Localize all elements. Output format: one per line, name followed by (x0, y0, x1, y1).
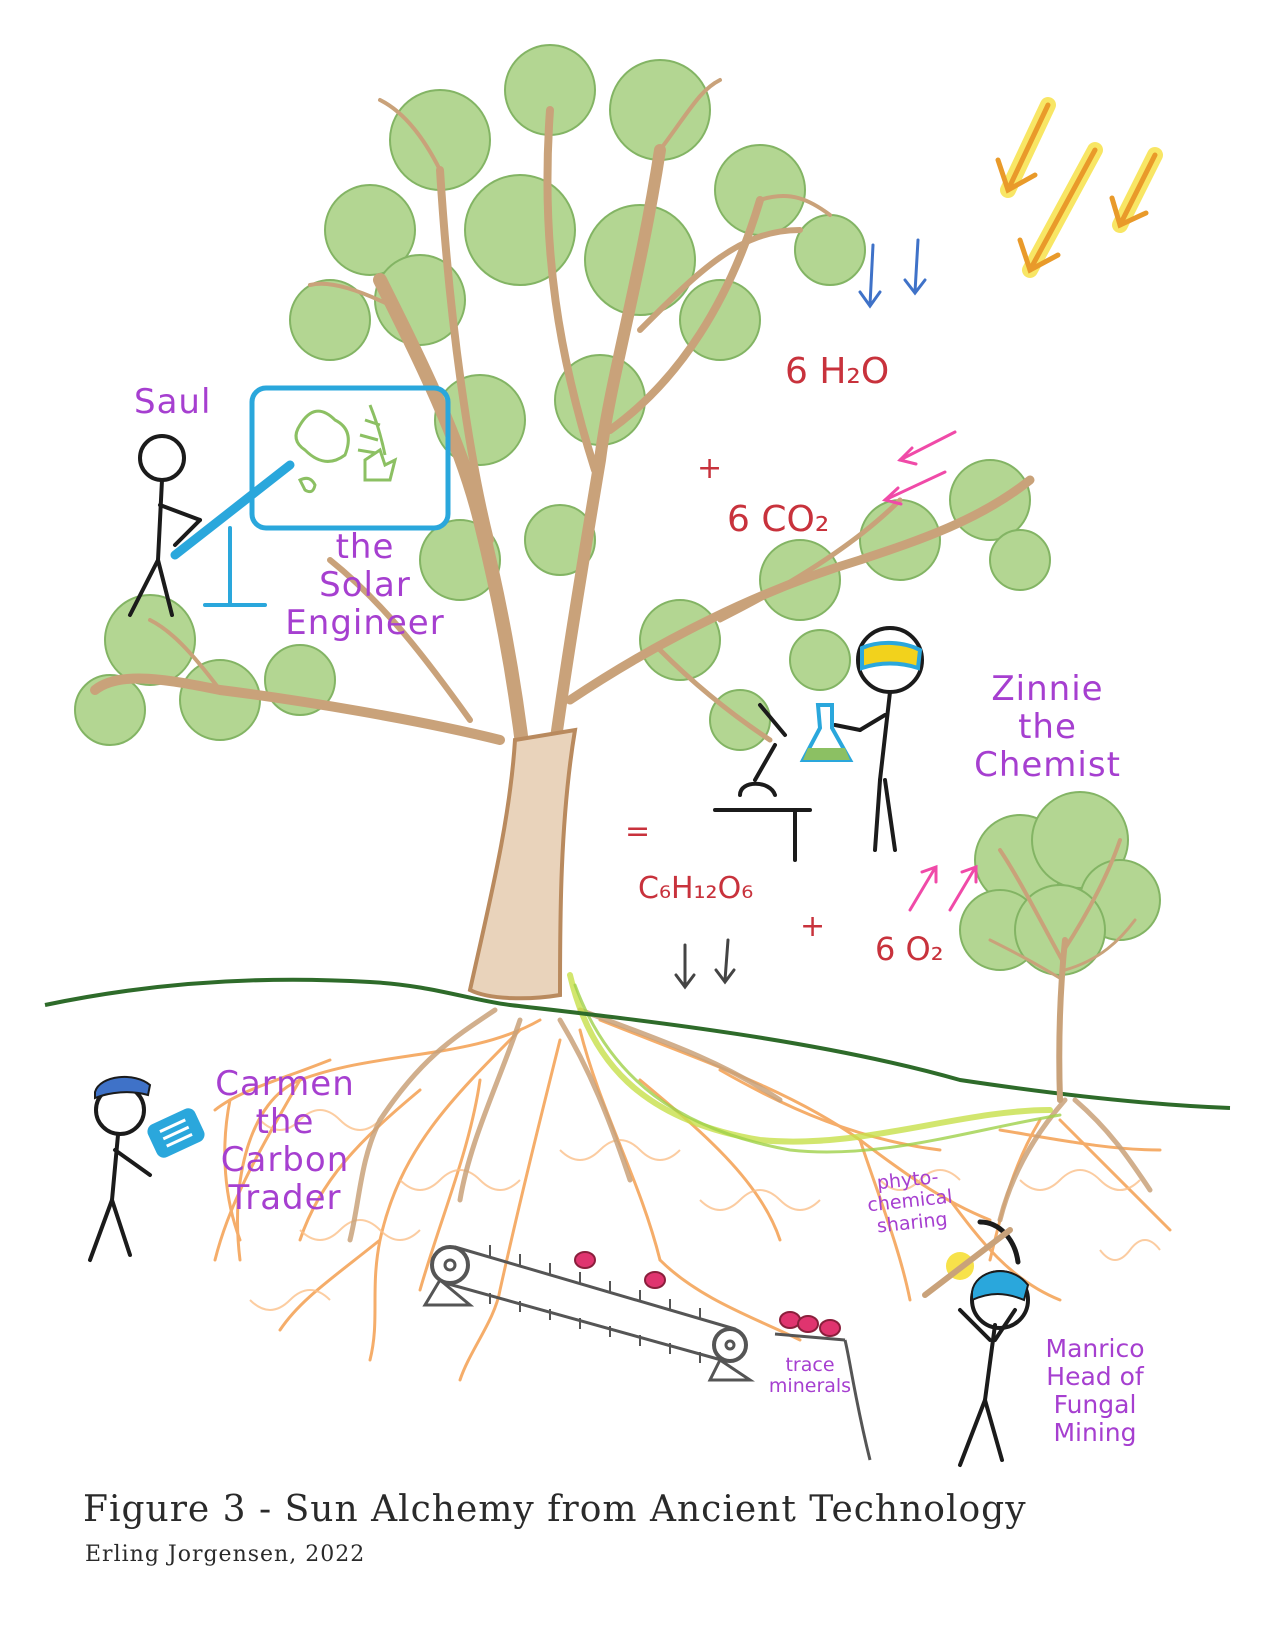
ground-line (44, 977, 1231, 1110)
glucose-arrows (674, 938, 736, 990)
figure-caption: Figure 3 - Sun Alchemy from Ancient Tech… (83, 1489, 1027, 1530)
formula-plus-1: + (697, 451, 723, 486)
formula-oxygen: 6 O₂ (875, 930, 944, 968)
sun-rays (995, 97, 1163, 278)
formula-plus-2: + (800, 909, 826, 944)
manrico-label: Manrico Head of Fungal Mining (1045, 1334, 1145, 1447)
saul-figure (128, 434, 202, 617)
carmen-label: Carmen the Carbon Trader (215, 1064, 355, 1219)
formula-water: 6 H₂O (785, 351, 890, 392)
pickaxe (922, 1219, 1021, 1298)
zinnie-figure (833, 626, 924, 852)
main-tree (74, 44, 1051, 1001)
police-cap (94, 1075, 152, 1100)
phytochemical-channel (567, 972, 1062, 1154)
safety-goggles (860, 641, 923, 671)
formula-co2: 6 CO₂ (727, 499, 830, 540)
trace-minerals-label: trace minerals (768, 1354, 852, 1398)
clipboard (147, 1108, 205, 1158)
presentation-board (170, 385, 451, 607)
flask (799, 703, 854, 762)
figure-credit: Erling Jorgensen, 2022 (85, 1542, 366, 1567)
microscope (713, 703, 812, 862)
leaf-sketches (294, 404, 398, 494)
mineral-tray (774, 1332, 846, 1342)
saul-role: the Solar Engineer (285, 527, 445, 644)
saul-name: Saul (134, 382, 212, 422)
oxygen-arrows (908, 864, 978, 912)
zinnie-label: Zinnie the Chemist (974, 669, 1121, 786)
phyto-label: phyto- chemical sharing (866, 1165, 954, 1238)
formula-glucose: C₆H₁₂O₆ (638, 871, 754, 906)
small-tree (959, 791, 1161, 1103)
carmen-figure (88, 1084, 152, 1262)
manrico-figure (958, 1270, 1030, 1467)
minerals (574, 1251, 841, 1337)
mining-helmet (971, 1270, 1030, 1302)
formula-equals: = (625, 814, 651, 849)
water-arrows (858, 238, 927, 309)
co2-arrows (881, 430, 957, 506)
conveyor-belt (422, 1245, 755, 1382)
mineral-feed-line (843, 1339, 872, 1461)
